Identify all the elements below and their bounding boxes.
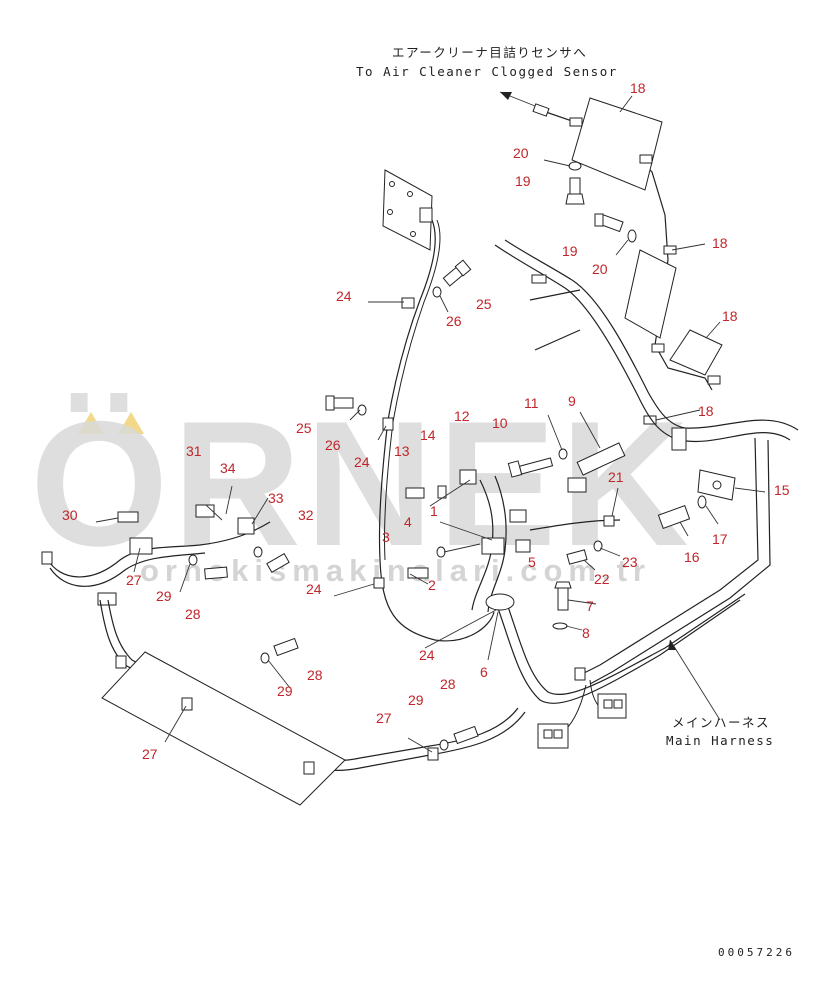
callout-c29c: 29 — [408, 692, 424, 708]
callout-c18d: 18 — [698, 403, 714, 419]
clamp-plate-18-mid — [624, 249, 677, 339]
callout-c19b: 19 — [562, 243, 578, 259]
callout-c24b: 24 — [354, 454, 370, 470]
part-9-sleeve — [576, 442, 626, 476]
bolt-28-low — [439, 725, 479, 751]
callout-c24c: 24 — [306, 581, 322, 597]
callout-c27a: 27 — [126, 572, 142, 588]
bolt-7-8 — [552, 581, 572, 630]
callout-c8: 8 — [582, 625, 590, 641]
callout-c20b: 20 — [592, 261, 608, 277]
callout-c28b: 28 — [307, 667, 323, 683]
bolt-25-lower — [325, 395, 367, 416]
central-junction — [405, 469, 621, 613]
part-21-block — [567, 477, 587, 493]
frame-rail — [579, 437, 759, 676]
callout-c6: 6 — [480, 664, 488, 680]
clamp-plate-18-top — [571, 97, 663, 191]
callout-c25b: 25 — [296, 420, 312, 436]
part-31 — [195, 504, 215, 518]
callout-c27b: 27 — [376, 710, 392, 726]
callout-c1: 1 — [430, 503, 438, 519]
callout-c18a: 18 — [630, 80, 646, 96]
callout-c28c: 28 — [440, 676, 456, 692]
bolt-28-left — [188, 554, 228, 580]
sensor-connector-box — [382, 169, 433, 251]
callout-c27c: 27 — [142, 746, 158, 762]
callout-c5: 5 — [528, 554, 536, 570]
callout-c4: 4 — [404, 514, 412, 530]
bolt-22 — [566, 540, 603, 565]
harness-bottom — [99, 599, 526, 771]
part-16 — [657, 495, 707, 530]
callout-c24d: 24 — [419, 647, 435, 663]
callout-c31: 31 — [186, 443, 202, 459]
callout-c34: 34 — [220, 460, 236, 476]
callout-c21: 21 — [608, 469, 624, 485]
clips-18 — [569, 117, 721, 425]
harness-branch-upper — [378, 219, 495, 642]
callout-c18c: 18 — [722, 308, 738, 324]
bolt-28-mid — [260, 637, 299, 664]
part-30 — [117, 511, 139, 523]
callout-c25a: 25 — [476, 296, 492, 312]
bolt-25-upper — [432, 259, 472, 298]
bolt-10 — [507, 448, 568, 478]
callout-c17: 17 — [712, 531, 728, 547]
bolt-32 — [253, 546, 290, 574]
callout-c19a: 19 — [515, 173, 531, 189]
callout-c30: 30 — [62, 507, 78, 523]
callout-c22: 22 — [594, 571, 610, 587]
callout-c26b: 26 — [325, 437, 341, 453]
callout-c2: 2 — [428, 577, 436, 593]
bolt-19-top — [565, 161, 585, 205]
note-air-cleaner-jp: エアークリーナ目詰りセンサへ — [392, 45, 588, 60]
callout-c12: 12 — [454, 408, 470, 424]
bolt-19-right — [594, 213, 637, 243]
callout-c16: 16 — [684, 549, 700, 565]
clamp-plate-27 — [101, 651, 346, 806]
note-main-harness-en: Main Harness — [666, 733, 775, 748]
callout-c20a: 20 — [513, 145, 529, 161]
callout-c29a: 29 — [156, 588, 172, 604]
leader-lines — [95, 95, 766, 753]
clamp-plate-18-low — [669, 329, 723, 376]
note-main-harness-jp: メインハーネス — [672, 715, 771, 730]
callout-c10: 10 — [492, 415, 508, 431]
note-air-cleaner-en: To Air Cleaner Clogged Sensor — [356, 64, 618, 79]
callout-c26a: 26 — [446, 313, 462, 329]
main-harness-connectors — [537, 679, 627, 749]
callout-c24a: 24 — [336, 288, 352, 304]
drawing-code: 00057226 — [718, 946, 795, 959]
callout-c11: 11 — [524, 395, 539, 411]
harness-branch-left — [47, 521, 271, 578]
callout-c14: 14 — [420, 427, 436, 443]
callout-c23: 23 — [622, 554, 638, 570]
callout-c3: 3 — [382, 529, 390, 545]
callout-c18b: 18 — [712, 235, 728, 251]
callout-c29b: 29 — [277, 683, 293, 699]
harness-branch-lower — [494, 599, 741, 704]
callout-c9: 9 — [568, 393, 576, 409]
callout-c13: 13 — [394, 443, 410, 459]
callout-c32: 32 — [298, 507, 314, 523]
callout-c28a: 28 — [185, 606, 201, 622]
callout-c15: 15 — [774, 482, 790, 498]
callout-c7: 7 — [586, 598, 594, 614]
callout-c33: 33 — [268, 490, 284, 506]
